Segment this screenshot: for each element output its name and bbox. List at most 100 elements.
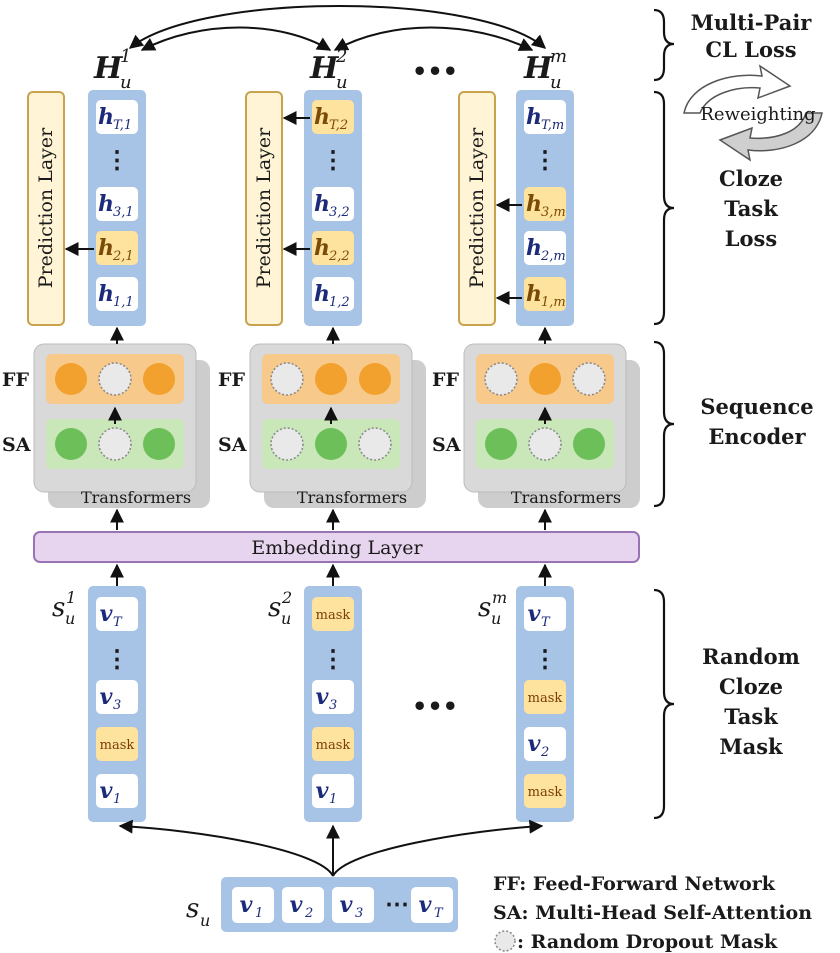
item-cell xyxy=(312,680,354,714)
hidden-state-cell xyxy=(96,187,138,221)
hidden-label-base: H xyxy=(93,51,124,86)
hidden-label-1: H 1 u xyxy=(93,46,132,93)
reweighting-arrow-top xyxy=(683,64,792,114)
sequence-label-sup: 2 xyxy=(281,588,292,607)
cell-subscript: 3 xyxy=(329,698,337,713)
cell-subscript: T xyxy=(541,615,551,630)
masked-cell xyxy=(312,100,354,134)
masked-cell xyxy=(96,727,138,761)
cell-symbol: h xyxy=(526,191,542,217)
cell-symbol: v xyxy=(316,778,329,804)
dropout-legend-icon xyxy=(494,930,516,952)
sa-node xyxy=(315,428,347,460)
cell-symbol: h xyxy=(314,281,330,307)
reweighting-cycle: Reweighting xyxy=(683,64,823,162)
sa-node xyxy=(485,428,517,460)
item-cell xyxy=(96,774,138,808)
legend: FF: Feed-Forward Network SA: Multi-Head … xyxy=(493,873,812,953)
ff-node xyxy=(359,363,391,395)
cell-symbol: v xyxy=(316,684,329,710)
cloze-loss-line2: Task xyxy=(724,196,778,221)
sa-label: SA xyxy=(2,434,31,456)
sa-node xyxy=(143,428,175,460)
cell-subscript: T xyxy=(113,615,123,630)
cell-subscript: 2 xyxy=(540,745,549,760)
legend-ff: FF: Feed-Forward Network xyxy=(493,873,776,895)
random-mask-line2: Cloze xyxy=(719,674,783,699)
random-mask-line3: Task xyxy=(724,704,778,729)
sa-dropout-node xyxy=(270,427,304,461)
cell-subscript: 3 xyxy=(113,698,121,713)
ellipsis-cell: ⋮ xyxy=(533,644,557,673)
masked-cell xyxy=(312,231,354,265)
ellipsis-cell: ⋮ xyxy=(321,145,345,174)
ff-node xyxy=(529,363,561,395)
sequence-label-sub: u xyxy=(491,609,501,628)
hidden-state-cell xyxy=(312,187,354,221)
prediction-layer-label: Prediction Layer xyxy=(466,127,488,288)
sequence-label-m: s m u xyxy=(478,588,507,628)
ff-dropout-node xyxy=(572,362,606,396)
encoder-up-arrows xyxy=(110,326,552,530)
cell-symbol: v xyxy=(528,601,541,627)
hidden-label-base: H xyxy=(309,51,340,86)
transformers-label: Transformers xyxy=(511,488,621,507)
hidden-label-sub: u xyxy=(550,72,562,93)
cell-symbol: v xyxy=(100,684,113,710)
ff-dropout-node xyxy=(484,362,518,396)
cell-symbol: h xyxy=(526,104,542,130)
random-mask-line1: Random xyxy=(702,644,800,669)
input-item-symbol: v xyxy=(240,892,253,918)
prediction-layer-3: Prediction Layer xyxy=(458,91,496,326)
reweighting-label: Reweighting xyxy=(700,104,815,125)
cell-subscript: 1 xyxy=(329,792,337,807)
sa-node xyxy=(573,428,605,460)
cell-symbol: h xyxy=(98,191,114,217)
prediction-arrows xyxy=(64,111,522,305)
multi-pair-label-line2: CL Loss xyxy=(705,37,796,62)
sequence-label-sub: u xyxy=(65,609,75,628)
input-item-subscript: T xyxy=(434,906,444,921)
cloze-loss-line3: Loss xyxy=(725,226,777,251)
cell-symbol: h xyxy=(314,191,330,217)
item-cell xyxy=(524,727,566,761)
embedding-up-arrows xyxy=(110,563,552,586)
input-item-symbol: v xyxy=(290,892,303,918)
input-item-cell xyxy=(232,887,274,923)
item-cell xyxy=(96,680,138,714)
multi-pair-label-line1: Multi-Pair xyxy=(691,10,813,35)
braces xyxy=(653,8,675,820)
hidden-label-sub: u xyxy=(336,72,348,93)
sequence-label-sub: u xyxy=(281,609,291,628)
hidden-state-cell xyxy=(96,277,138,311)
sa-dropout-node xyxy=(98,427,132,461)
masked-cell xyxy=(524,774,566,808)
brace-sequence-encoder xyxy=(653,340,675,508)
ellipsis-cell: ⋮ xyxy=(105,644,129,673)
prediction-layer-label: Prediction Layer xyxy=(35,127,57,288)
ff-dropout-node xyxy=(98,362,132,396)
legend-dropout: : Random Dropout Mask xyxy=(517,931,778,953)
augmentation-arrows xyxy=(118,819,544,877)
mask-token: mask xyxy=(316,738,351,753)
masked-cell xyxy=(524,277,566,311)
sequence-label-base: s xyxy=(478,593,491,623)
hidden-label-2: H 2 u xyxy=(309,46,348,93)
sa-label: SA xyxy=(218,434,247,456)
mask-token: mask xyxy=(528,691,563,706)
input-item-symbol: v xyxy=(419,892,432,918)
arrow-h1-h2 xyxy=(140,26,332,51)
mask-token: mask xyxy=(528,785,563,800)
hidden-state-cell xyxy=(524,100,566,134)
cell-subscript: T,m xyxy=(541,118,564,133)
brace-cloze-loss xyxy=(653,90,675,326)
transformer-blocks: TransformersFFSATransformersFFSATransfor… xyxy=(2,343,640,508)
